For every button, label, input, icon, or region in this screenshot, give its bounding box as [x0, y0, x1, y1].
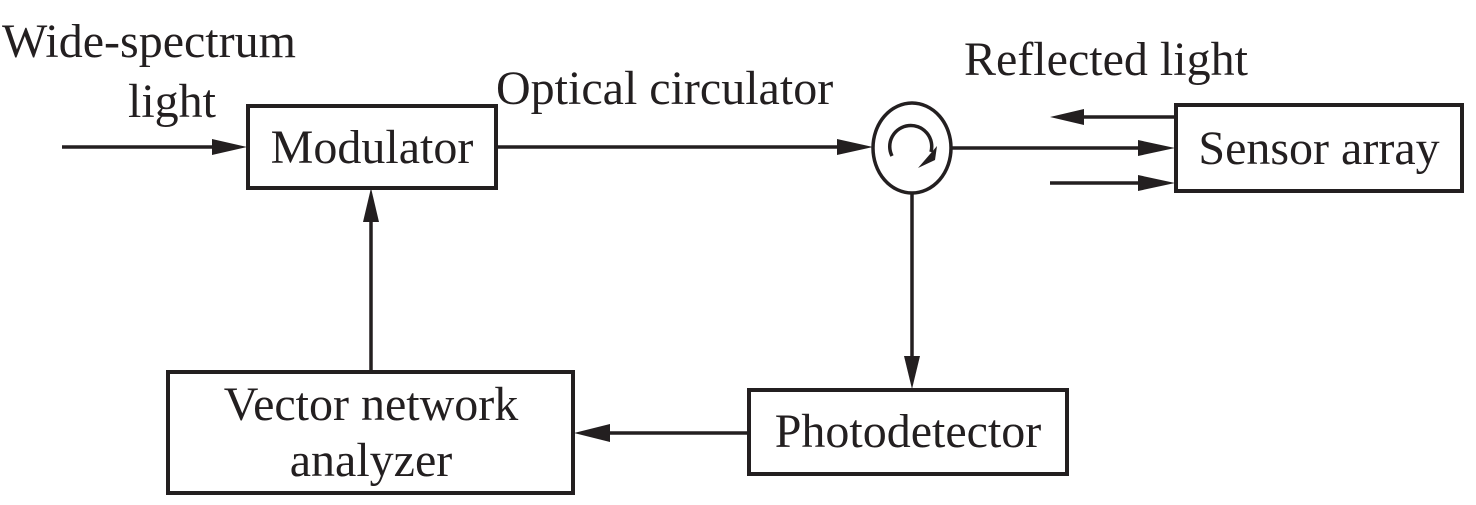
modulator-to-circulator-arrow: [496, 139, 873, 155]
sensor-array-block: Sensor array: [1174, 103, 1464, 193]
circulator-to-photodetector-arrow: [904, 193, 920, 389]
sensor-input-arrow: [1050, 175, 1175, 191]
photodetector-label: Photodetector: [775, 405, 1042, 458]
reflected-light-arrow: [1050, 109, 1176, 125]
vna-label-line2: analyzer: [290, 434, 453, 487]
vna-label-line1: Vector network: [224, 378, 519, 431]
circulator-icon: [871, 101, 953, 195]
input-label-line2: light: [128, 75, 217, 128]
modulator-label: Modulator: [271, 121, 474, 174]
modulator-block: Modulator: [246, 104, 498, 190]
input-label-line1: Wide-spectrum: [2, 15, 296, 68]
photodetector-block: Photodetector: [747, 388, 1069, 476]
vna-to-modulator-arrow: [363, 188, 379, 372]
circulator-to-sensor-arrow: [951, 140, 1175, 156]
reflected-light-label: Reflected light: [964, 33, 1249, 86]
vector-network-analyzer-block: Vector network analyzer: [166, 370, 575, 495]
input-arrow: [62, 139, 247, 155]
sensor-array-label: Sensor array: [1198, 122, 1439, 175]
circulator-label: Optical circulator: [496, 62, 833, 115]
photodetector-to-vna-arrow: [574, 424, 749, 442]
